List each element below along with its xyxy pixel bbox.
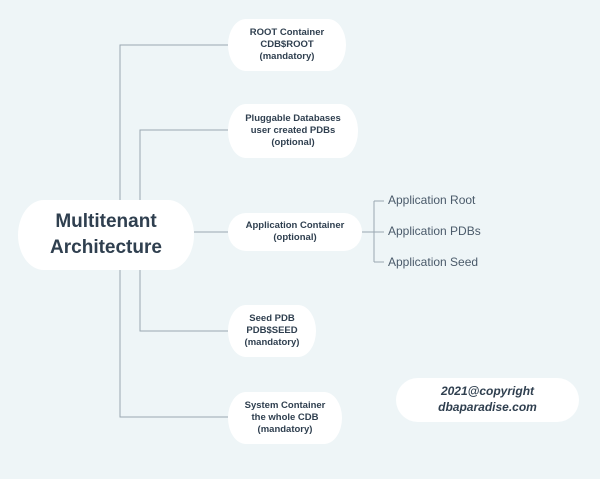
node-system-container: System Container the whole CDB (mandator… [228, 392, 342, 444]
node-line: (mandatory) [257, 423, 313, 435]
node-line: (optional) [271, 136, 315, 148]
copyright-line: dbaparadise.com [438, 400, 537, 414]
node-root-container: ROOT Container CDB$ROOT (mandatory) [228, 19, 346, 71]
node-line: System Container [244, 400, 326, 412]
central-topic-line: Architecture [50, 237, 162, 258]
node-line: (mandatory) [244, 336, 300, 348]
node-line: PDB$SEED [246, 325, 298, 337]
node-line: Seed PDB [249, 313, 295, 325]
node-line: the whole CDB [251, 412, 319, 424]
node-line: Pluggable Databases [245, 113, 341, 125]
node-line: CDB$ROOT [260, 39, 314, 51]
node-line: ROOT Container [249, 27, 325, 39]
copyright-badge: 2021@copyright dbaparadise.com [396, 378, 579, 422]
node-line: (mandatory) [259, 50, 315, 62]
node-seed-pdb: Seed PDB PDB$SEED (mandatory) [228, 305, 316, 357]
central-topic-line: Multitenant [55, 211, 157, 233]
connector-application-bracket [362, 200, 384, 263]
connector-root-container [119, 44, 228, 200]
leaf-application-seed: Application Seed [388, 255, 479, 269]
node-application-container: Application Container (optional) [228, 213, 362, 251]
connector-pluggable-databases [139, 129, 228, 200]
node-line: Application Container [245, 220, 345, 232]
central-topic-multitenant-architecture: Multitenant Architecture [18, 200, 194, 270]
leaf-application-pdbs: Application PDBs [388, 224, 481, 238]
connector-system-container [119, 270, 228, 418]
node-line: user created PDBs [250, 125, 336, 137]
node-line: (optional) [273, 232, 317, 243]
copyright-line: 2021@copyright [440, 384, 535, 399]
leaf-application-root: Application Root [388, 193, 476, 207]
node-pluggable-databases: Pluggable Databases user created PDBs (o… [228, 104, 358, 158]
connector-seed-pdb [139, 270, 228, 332]
